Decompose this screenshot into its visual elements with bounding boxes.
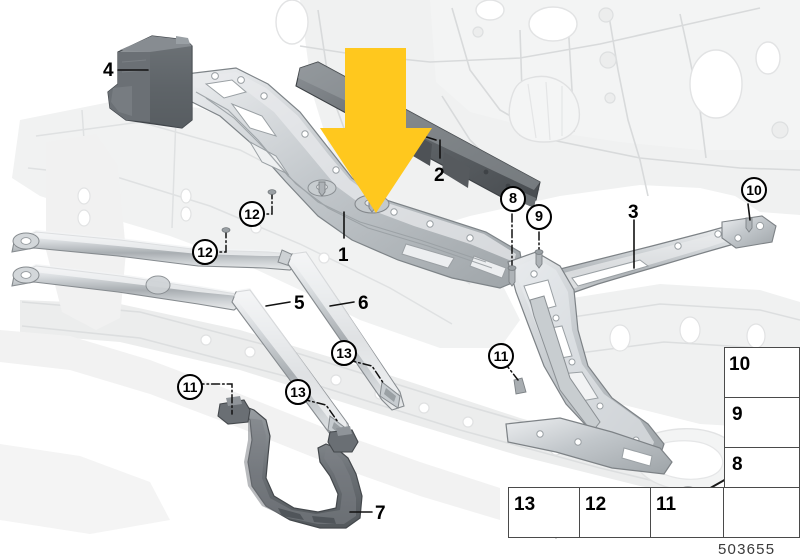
callout-1: 1 [338, 245, 349, 266]
callout-6: 6 [358, 293, 369, 314]
part-6-tension-rod [11, 264, 353, 445]
callout-circle-13-lower: 13 [285, 379, 311, 405]
part-7-bumper-bracket [217, 396, 363, 529]
direction-arrow [320, 48, 432, 213]
legend-label-8: 8 [732, 454, 743, 475]
callout-circle-12-lower: 12 [192, 239, 218, 265]
callout-circle-11-left: 11 [177, 374, 203, 400]
ghost-body-structure [0, 0, 800, 534]
legend-cell-9 [724, 397, 800, 448]
legend-label-13: 13 [514, 494, 536, 515]
callout-circle-13-upper: 13 [331, 340, 357, 366]
legend-label-12: 12 [585, 494, 607, 515]
callout-circle-8: 8 [500, 186, 526, 212]
legend-cell-13 [508, 487, 580, 538]
part-4-cover [107, 35, 193, 129]
part-5-tension-rod [11, 230, 405, 411]
callout-2: 2 [434, 165, 445, 186]
legend-label-11: 11 [656, 494, 677, 515]
axis-fastener-marks [221, 189, 544, 271]
callout-4: 4 [103, 60, 114, 81]
legend-cell-10 [724, 347, 800, 398]
callout-circle-9: 9 [526, 204, 552, 230]
legend-cell-arrow [723, 487, 800, 538]
callout-7: 7 [375, 503, 386, 524]
callout-circle-10: 10 [741, 177, 767, 203]
callout-3: 3 [628, 202, 639, 223]
part-3-right-strut [523, 215, 777, 307]
callout-5: 5 [294, 293, 305, 314]
callout-circle-11-right: 11 [488, 343, 514, 369]
legend-label-9: 9 [732, 404, 743, 425]
legend-cell-11 [650, 487, 724, 538]
callout-circle-12-upper: 12 [239, 201, 265, 227]
right-bracket-assembly [505, 251, 673, 475]
diagram-number: 503655 [718, 541, 776, 558]
legend-label-10: 10 [729, 354, 751, 375]
